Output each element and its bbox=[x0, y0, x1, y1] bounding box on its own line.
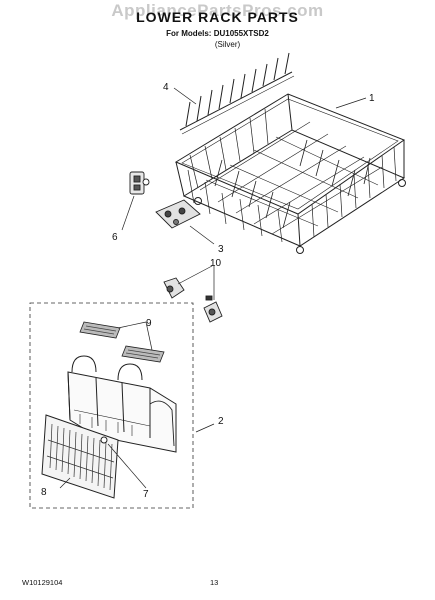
page-title: LOWER RACK PARTS bbox=[136, 9, 299, 25]
lower-rack-basket bbox=[174, 93, 406, 254]
fold-down-tines bbox=[179, 52, 295, 135]
callout-1: 1 bbox=[369, 93, 375, 104]
variant-line: (Silver) bbox=[214, 40, 241, 49]
wheel-assembly-left bbox=[163, 277, 185, 299]
basket-assembly-frame bbox=[29, 302, 194, 509]
callout-2: 2 bbox=[218, 416, 224, 427]
document-number: W10129104 bbox=[22, 578, 63, 587]
wheel-assembly-right bbox=[203, 295, 223, 323]
callout-7: 7 bbox=[143, 489, 149, 500]
callout-4: 4 bbox=[163, 82, 169, 93]
callout-8: 8 bbox=[41, 487, 47, 498]
callout-9: 9 bbox=[146, 318, 152, 329]
models-line: For Models: DU1055XTSD2 bbox=[166, 29, 269, 38]
basket-covers bbox=[79, 321, 165, 363]
rack-bracket bbox=[155, 199, 201, 229]
rack-roller-clip bbox=[129, 171, 150, 195]
watermark: AppliancePartsPros.com bbox=[111, 1, 324, 20]
leader-lines bbox=[59, 87, 367, 489]
basket-lid bbox=[41, 414, 119, 499]
page-number: 13 bbox=[210, 578, 219, 587]
callout-10: 10 bbox=[210, 258, 222, 269]
callout-3: 3 bbox=[218, 244, 224, 255]
callout-6: 6 bbox=[112, 232, 118, 243]
